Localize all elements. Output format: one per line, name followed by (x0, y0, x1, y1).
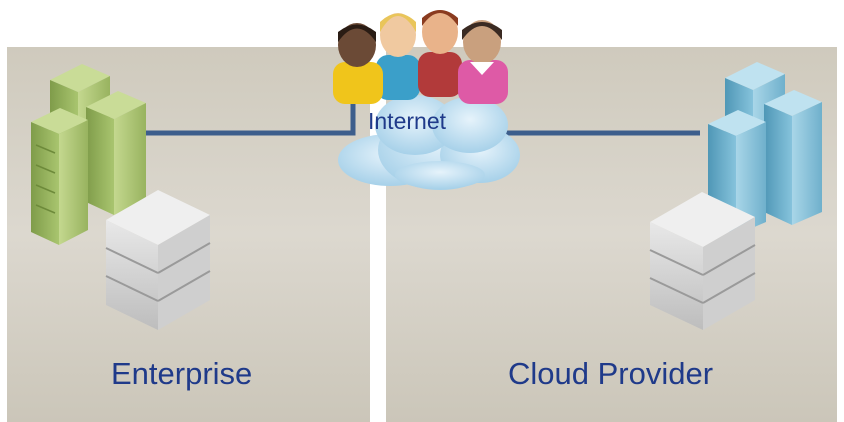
internet-cloud-icon (338, 95, 520, 190)
server-rack-icon (31, 108, 88, 245)
person-icon (333, 23, 383, 104)
enterprise-servers-icon (31, 64, 146, 245)
provider-storage-icon (649, 192, 756, 330)
person-icon (458, 20, 508, 104)
internet-label: Internet (368, 108, 446, 134)
people-group-icon (333, 10, 508, 104)
server-rack-icon (86, 91, 146, 215)
enterprise-label: Enterprise (111, 356, 253, 391)
person-icon (418, 10, 462, 97)
person-icon (376, 13, 420, 100)
enterprise-storage-icon (105, 190, 211, 330)
server-rack-icon (764, 90, 822, 225)
cloud-provider-label: Cloud Provider (508, 356, 714, 391)
enterprise-connector (145, 103, 356, 136)
